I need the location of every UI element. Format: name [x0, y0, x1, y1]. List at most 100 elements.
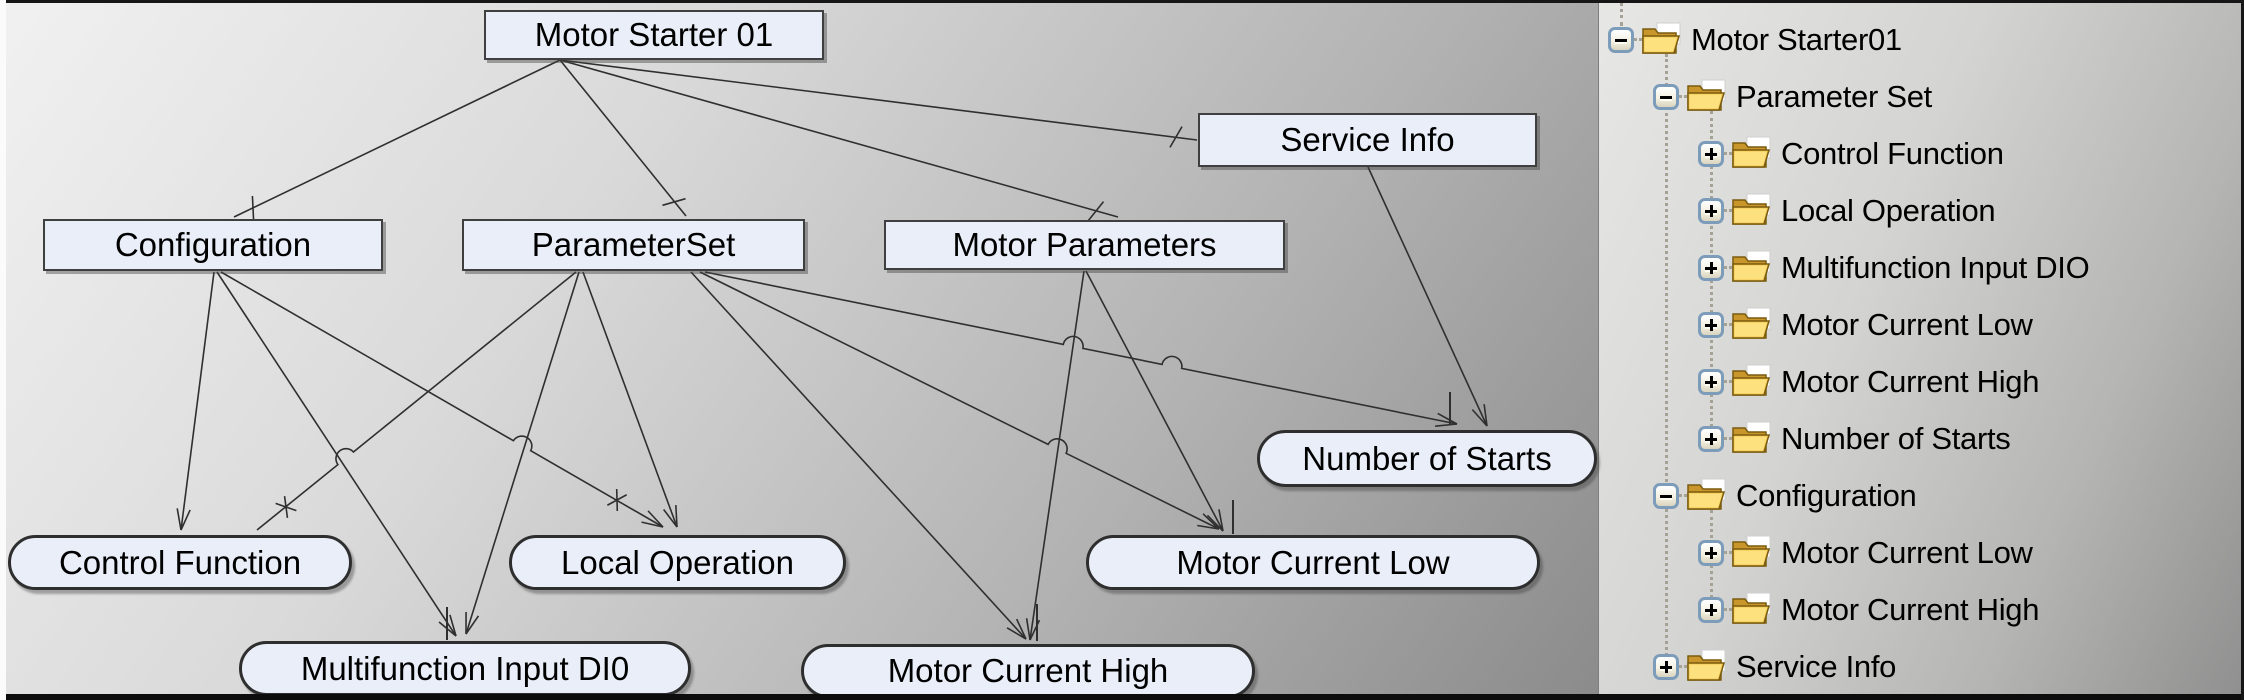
window-border-bottom	[0, 694, 2244, 700]
edge-line	[275, 502, 297, 512]
collapse-toggle-icon[interactable]	[1653, 483, 1679, 509]
expand-toggle-icon[interactable]	[1698, 141, 1724, 167]
edge-line	[675, 504, 678, 528]
folder-icon	[1687, 649, 1726, 681]
diagram-node-motor-current-low[interactable]: Motor Current Low	[1086, 535, 1540, 590]
diagram-node-label: Control Function	[58, 543, 302, 581]
folder-icon	[1732, 592, 1771, 624]
diagram-node-label: Motor Parameters	[952, 226, 1217, 263]
collapse-toggle-icon[interactable]	[1653, 84, 1679, 110]
edge-line	[1006, 627, 1027, 640]
tree-item-label: Configuration	[1736, 478, 1917, 513]
edge-line	[662, 197, 686, 207]
tree-item-label: Motor Current Low	[1781, 535, 2033, 570]
tree-item-label: Motor Current High	[1781, 592, 2040, 627]
diagram-edge-parameter-set-to-number-of-starts	[704, 271, 1458, 425]
diagram-node-local-operation[interactable]: Local Operation	[509, 535, 846, 590]
edge-line	[1435, 423, 1458, 428]
edge-line	[662, 509, 678, 528]
expand-toggle-icon[interactable]	[1653, 654, 1679, 680]
tree-connector-vertical	[1620, 2, 1623, 26]
edge-line	[176, 508, 182, 531]
edge-line	[449, 614, 457, 637]
edge-line	[180, 509, 191, 531]
tree-connector-vertical	[1665, 54, 1668, 667]
diagram-edge-motor-parameters-to-motor-current-high	[1029, 270, 1085, 641]
diagram-node-label: Multifunction Input DI0	[300, 649, 630, 687]
diagram-node-label: Motor Current Low	[1176, 543, 1450, 581]
folder-icon	[1732, 535, 1771, 567]
expand-toggle-icon[interactable]	[1698, 255, 1724, 281]
expand-toggle-icon[interactable]	[1698, 369, 1724, 395]
diagram-edge-configuration-to-control-function	[180, 271, 215, 531]
diagram-node-label: Local Operation	[561, 543, 794, 581]
diagram-node-label: Service Info	[1280, 121, 1455, 158]
diagram-edge-service-info-to-number-of-starts	[1367, 166, 1488, 427]
diagram-node-label: Number of Starts	[1302, 439, 1552, 477]
diagram-edge-motor-starter-01-to-parameter-set	[559, 59, 687, 217]
diagram-node-label: Motor Starter 01	[534, 16, 774, 53]
window-border-right	[2241, 0, 2244, 700]
diagram-edges-layer	[176, 59, 1488, 641]
edge-line	[1206, 514, 1224, 532]
diagram-node-multifunction-input-di0[interactable]: Multifunction Input DI0	[239, 641, 691, 696]
expand-toggle-icon[interactable]	[1698, 198, 1724, 224]
expand-toggle-icon[interactable]	[1698, 540, 1724, 566]
diagram-node-configuration[interactable]: Configuration	[43, 219, 383, 271]
diagram-node-parameter-set[interactable]: ParameterSet	[462, 219, 805, 271]
diagram-edge-motor-parameters-to-motor-current-low	[1085, 270, 1224, 532]
diagram-panel: Motor Starter 01 Configuration ParameterSe…	[0, 0, 1598, 700]
tree-item-label: Motor Starter01	[1691, 22, 1902, 57]
edge-line	[615, 488, 619, 512]
diagram-edge-parameter-set-to-motor-current-low	[699, 271, 1220, 530]
diagram-node-label: Motor Current High	[887, 652, 1169, 689]
tree-item-label: Multifunction Input DIO	[1781, 250, 2090, 285]
edge-line	[1025, 618, 1031, 641]
edge-line	[251, 195, 255, 221]
tree-item-label: Control Function	[1781, 136, 2004, 171]
expand-toggle-icon[interactable]	[1698, 597, 1724, 623]
tree-item-label: Motor Current High	[1781, 364, 2040, 399]
diagram-node-motor-parameters[interactable]: Motor Parameters	[884, 220, 1285, 270]
diagram-node-number-of-starts[interactable]: Number of Starts	[1257, 430, 1597, 487]
folder-icon	[1687, 79, 1726, 111]
diagram-edge-parameter-set-to-motor-current-high	[690, 271, 1027, 640]
diagram-edge-motor-starter-01-to-configuration	[233, 59, 561, 218]
window-border-top	[0, 0, 2244, 3]
diagram-edge-motor-starter-01-to-service-info	[559, 59, 1198, 141]
diagram-edge-parameter-set-to-local-operation	[582, 271, 678, 528]
folder-icon	[1732, 193, 1771, 225]
folder-icon	[1732, 307, 1771, 339]
diagram-node-label: Configuration	[114, 226, 312, 263]
diagram-edge-parameter-set-to-multifunction-input-di0	[465, 271, 580, 635]
expand-toggle-icon[interactable]	[1698, 312, 1724, 338]
edge-line	[641, 521, 664, 528]
diagram-node-label: ParameterSet	[531, 226, 736, 263]
diagram-node-motor-current-high[interactable]: Motor Current High	[801, 644, 1255, 698]
tree-item-label: Service Info	[1736, 649, 1897, 684]
diagram-node-service-info[interactable]: Service Info	[1198, 113, 1537, 167]
expand-toggle-icon[interactable]	[1698, 426, 1724, 452]
edge-line	[1483, 404, 1488, 427]
folder-icon	[1687, 478, 1726, 510]
edge-line	[1169, 126, 1183, 148]
edge-line	[1087, 201, 1105, 221]
edge-line	[1471, 409, 1488, 427]
diagram-node-control-function[interactable]: Control Function	[8, 535, 352, 590]
tree-item-label: Motor Current Low	[1781, 307, 2033, 342]
edge-line	[647, 510, 664, 528]
diagram-node-motor-starter-01[interactable]: Motor Starter 01	[484, 10, 824, 60]
edge-line	[1015, 618, 1027, 640]
diagram-edge-motor-starter-01-to-motor-parameters	[559, 59, 1119, 218]
tree-item-label: Local Operation	[1781, 193, 1996, 228]
folder-icon	[1732, 136, 1771, 168]
folder-icon	[1732, 250, 1771, 282]
tree-item-label: Parameter Set	[1736, 79, 1932, 114]
collapse-toggle-icon[interactable]	[1608, 27, 1634, 53]
edge-line	[1197, 524, 1220, 530]
diagram-edge-parameter-set-to-control-function	[256, 271, 577, 531]
folder-icon	[1732, 364, 1771, 396]
edge-line	[1202, 513, 1220, 530]
tree-item-label: Number of Starts	[1781, 421, 2011, 456]
